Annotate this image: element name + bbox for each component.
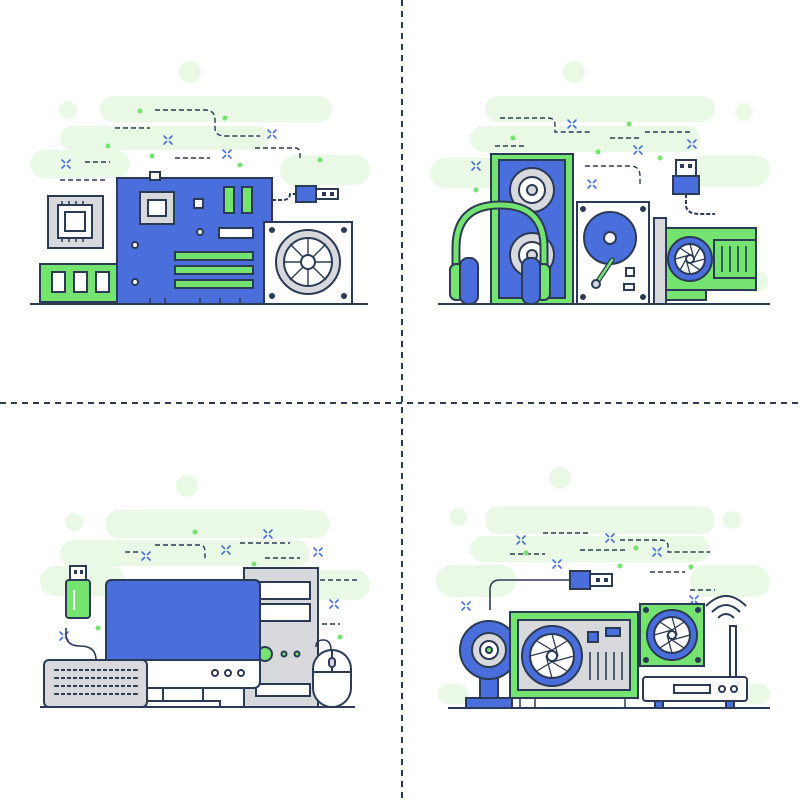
mouse-icon — [312, 639, 352, 708]
sparkle-icon — [689, 595, 699, 605]
webcam-icon — [459, 620, 519, 709]
cpu-chip-icon — [47, 195, 104, 249]
decor-dashes — [495, 117, 690, 184]
decor-dashes — [60, 109, 301, 181]
wifi-router-icon — [642, 595, 748, 709]
panel-audio-storage — [430, 61, 770, 305]
keyboard-icon — [43, 628, 148, 708]
keyboard-key-gaps — [59, 666, 133, 698]
decor-dots — [105, 108, 323, 168]
sparkle-icon — [587, 179, 597, 189]
sparkle-icon — [313, 547, 323, 557]
sparkle-icon — [222, 149, 232, 159]
usb-flash-drive-icon — [65, 565, 91, 619]
motherboard-icon — [116, 171, 273, 305]
panel-desktop-computer — [40, 475, 370, 708]
graphics-card-icon — [509, 611, 639, 708]
usb-plug-icon — [672, 159, 715, 215]
decor-dots — [95, 529, 343, 640]
background-clouds — [436, 467, 770, 704]
sparkle-icon — [329, 599, 339, 609]
panel-peripherals — [436, 467, 770, 709]
power-supply-fan-icon — [263, 221, 353, 305]
cooling-fan-icon — [639, 603, 705, 667]
sparkle-icon — [461, 601, 471, 611]
headphones-icon — [449, 200, 551, 305]
decor-dots — [523, 545, 694, 570]
graphics-card-icon — [653, 217, 757, 305]
decor-dashes — [125, 542, 360, 625]
background-clouds — [30, 61, 370, 185]
hard-drive-icon — [576, 201, 650, 305]
usb-plug-icon — [272, 185, 339, 203]
panel-hardware-components — [30, 61, 370, 305]
usb-plug-icon — [489, 570, 613, 610]
